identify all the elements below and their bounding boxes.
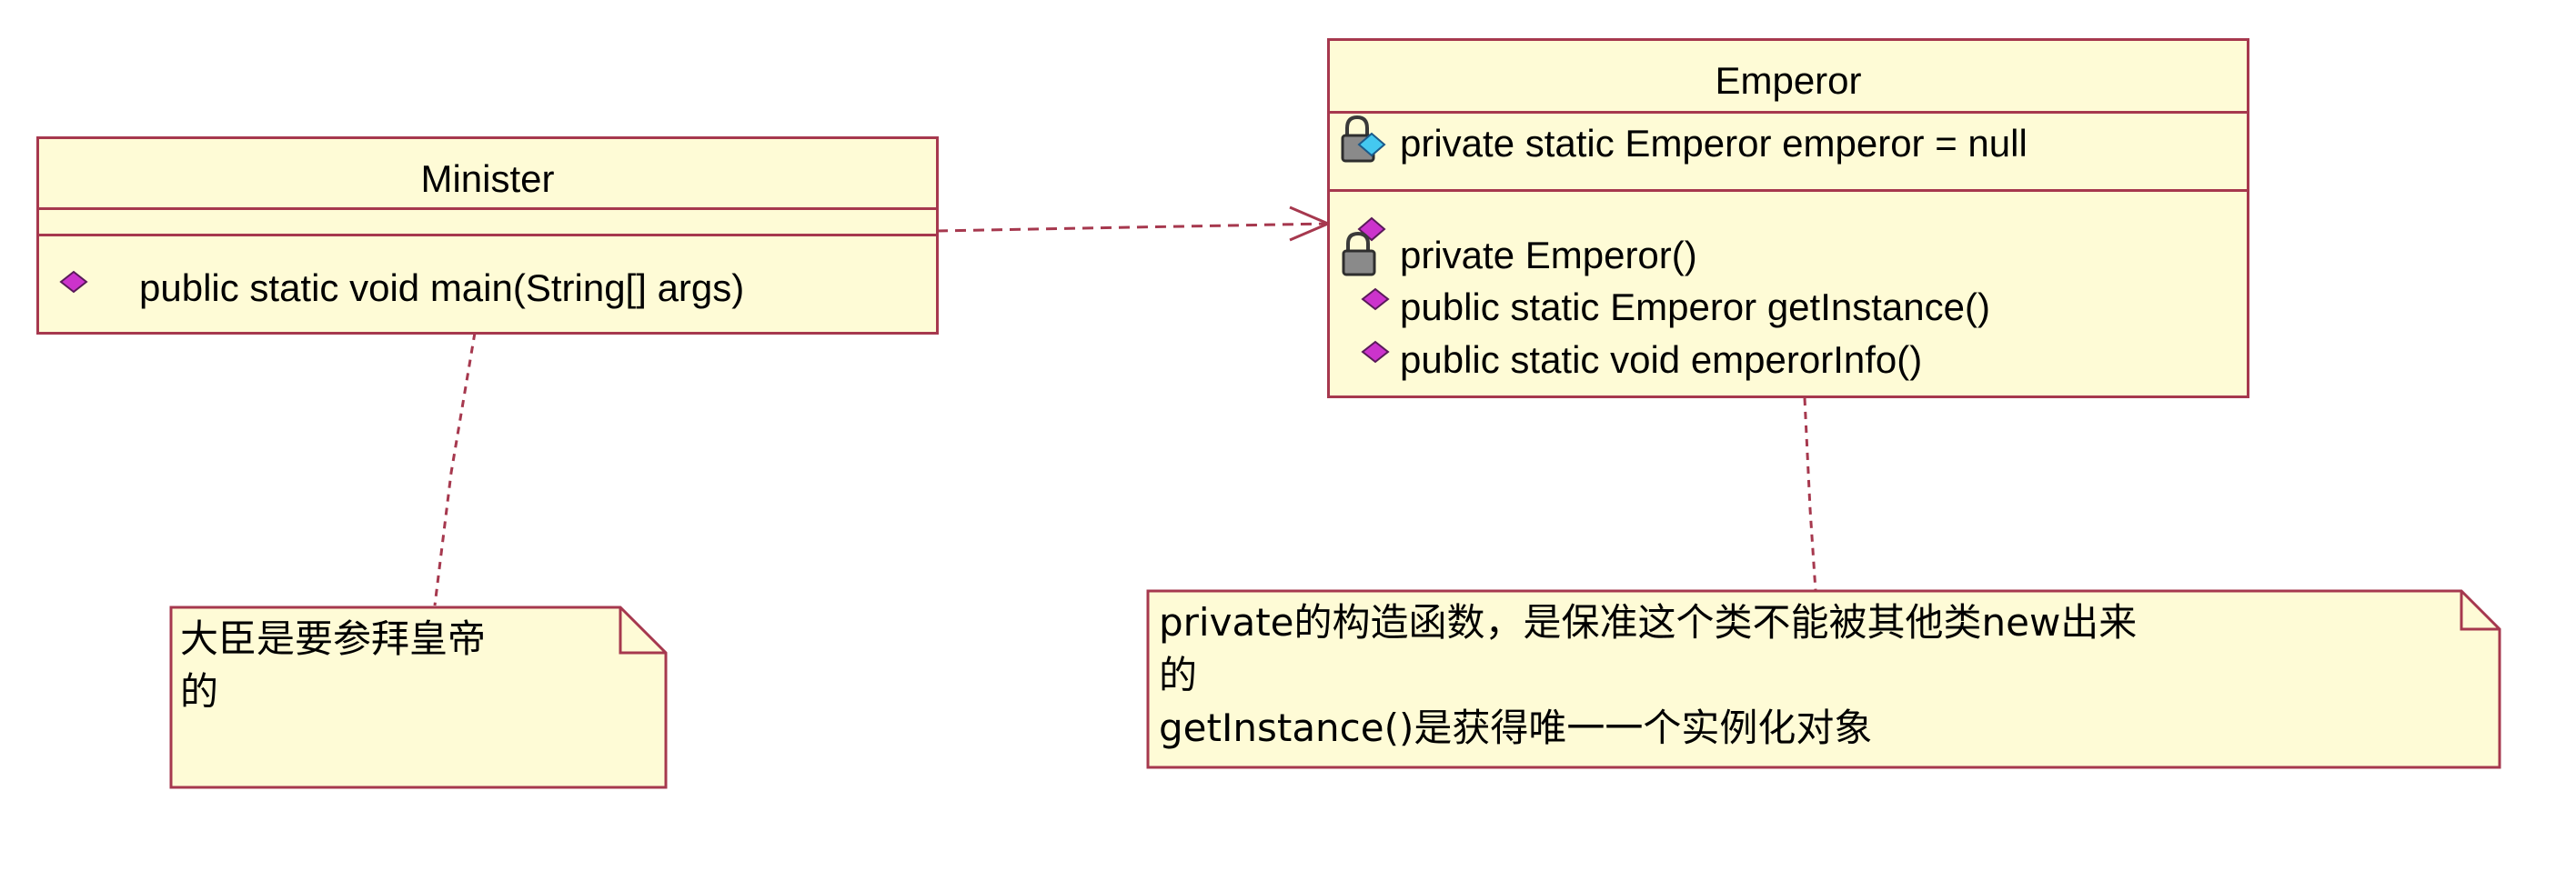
emperor-name-divider <box>1330 111 2247 114</box>
emperor-note-link <box>1803 397 1817 592</box>
private-operation-lock-icon <box>1339 211 1404 283</box>
minister-note[interactable]: 大臣是要参拜皇帝 的 <box>169 606 668 789</box>
note-shape <box>1146 589 2501 769</box>
minister-note-link <box>433 332 477 606</box>
dependency-arrow <box>936 205 1332 242</box>
emperor-note-line-1: private的构造函数，是保准这个类不能被其他类new出来 <box>1159 600 2138 645</box>
public-marker-icon <box>57 264 90 302</box>
emperor-note[interactable]: private的构造函数，是保准这个类不能被其他类new出来 的 getInst… <box>1146 589 2501 769</box>
note-shape <box>169 606 668 789</box>
minister-class[interactable]: Minister public static void main(String[… <box>36 136 939 335</box>
minister-class-name: Minister <box>420 157 555 200</box>
minister-name-divider <box>39 207 936 210</box>
private-attribute-lock-icon <box>1339 112 1404 175</box>
public-marker-icon <box>1359 334 1392 372</box>
minister-attributes-divider <box>39 234 936 236</box>
emperor-note-line-2: 的 <box>1159 653 1198 697</box>
emperor-attributes-divider <box>1330 189 2247 192</box>
emperor-note-line-3: getInstance()是获得唯一一个实例化对象 <box>1159 706 1873 750</box>
emperor-class-name: Emperor <box>1715 59 1862 102</box>
public-marker-icon <box>1359 281 1392 319</box>
emperor-class[interactable]: Emperor private static Emperor emperor =… <box>1327 38 2249 398</box>
minister-note-line-1: 大臣是要参拜皇帝 <box>180 616 487 661</box>
minister-note-line-2: 的 <box>180 669 219 714</box>
